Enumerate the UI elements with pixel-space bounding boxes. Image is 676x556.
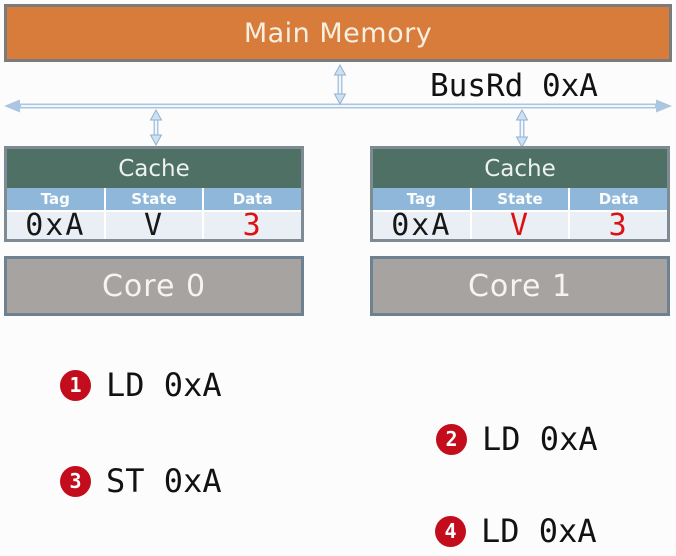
main-memory-label: Main Memory xyxy=(243,17,433,49)
cache-cell-state: V xyxy=(471,210,569,240)
memory-bus-arrow-icon xyxy=(333,63,347,106)
operation-1-text: LD 0xA xyxy=(106,366,222,404)
operation-2-badge: 2 xyxy=(436,423,467,455)
operation-1-badge: 1 xyxy=(60,369,91,401)
cache-cell-tag: 0xA xyxy=(373,210,470,240)
core0-box: Core 0 xyxy=(4,256,304,316)
cache-col-data: Data xyxy=(570,188,668,210)
main-memory-box: Main Memory xyxy=(4,4,672,62)
operation-4-badge: 4 xyxy=(435,515,466,547)
cache-col-tag: Tag xyxy=(7,188,104,210)
cache-col-state: State xyxy=(105,188,203,210)
operation-3-text: ST 0xA xyxy=(106,462,222,500)
cache-title: Cache xyxy=(373,149,667,188)
operation-2-text: LD 0xA xyxy=(482,420,598,458)
cache-col-data: Data xyxy=(204,188,302,210)
cache-box-core1: Cache Tag State Data 0xA V 3 xyxy=(370,146,670,242)
cache-table-header: Tag State Data xyxy=(373,188,668,210)
core1-box: Core 1 xyxy=(370,256,670,316)
cache-col-tag: Tag xyxy=(373,188,470,210)
cache-table-row: 0xA V 3 xyxy=(373,210,668,240)
cache-table-header: Tag State Data xyxy=(7,188,302,210)
cache1-bus-arrow-icon xyxy=(515,108,529,149)
core1-label: Core 1 xyxy=(467,268,573,304)
cache-box-core0: Cache Tag State Data 0xA V 3 xyxy=(4,146,304,242)
cache-cell-state: V xyxy=(105,210,203,240)
operation-4: 4 LD 0xA xyxy=(435,512,597,550)
cache-title: Cache xyxy=(7,149,301,188)
operation-2: 2 LD 0xA xyxy=(436,420,598,458)
cache-col-state: State xyxy=(471,188,569,210)
operation-3-badge: 3 xyxy=(60,465,91,497)
operation-3: 3 ST 0xA xyxy=(60,462,222,500)
cache-cell-data: 3 xyxy=(570,210,668,240)
cache0-bus-arrow-icon xyxy=(149,108,163,147)
operation-4-text: LD 0xA xyxy=(481,512,597,550)
core0-label: Core 0 xyxy=(101,268,207,304)
cache-cell-tag: 0xA xyxy=(7,210,104,240)
cache-cell-data: 3 xyxy=(204,210,302,240)
cache-table-row: 0xA V 3 xyxy=(7,210,302,240)
operation-1: 1 LD 0xA xyxy=(60,366,222,404)
bus-transaction-label: BusRd 0xA xyxy=(430,68,598,104)
